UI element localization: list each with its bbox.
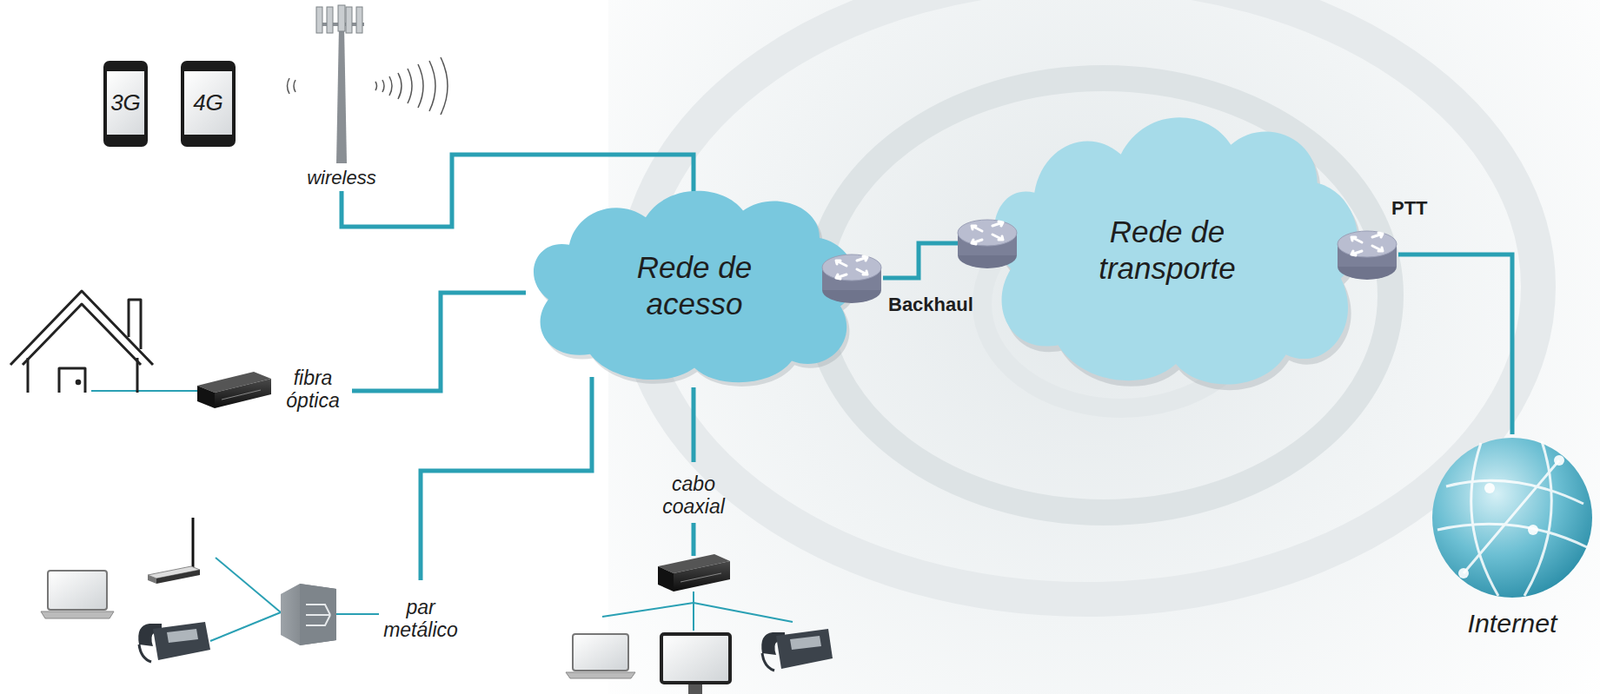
text-holder: Backhaul: [888, 293, 974, 317]
router-icon: [1335, 226, 1399, 283]
cloud-shape: [956, 106, 1373, 393]
fiber-modem: [197, 371, 272, 409]
text-holder: Rede de acesso: [520, 183, 869, 389]
node-label: Rede de transporte: [1080, 213, 1255, 287]
wifi-router: [147, 517, 200, 585]
router-node: Backhaul: [820, 250, 977, 324]
laptop-icon: [40, 570, 114, 619]
tower-icon: [298, 3, 386, 166]
phone-node: 4G: [180, 60, 236, 147]
node-label: Internet: [1428, 608, 1596, 640]
phone-screen: 4G: [184, 71, 233, 135]
cloud-node: Rede de transporte: [956, 106, 1373, 393]
desk-phone: [761, 629, 833, 671]
coax-modem: [657, 554, 731, 592]
text-holder: Internet: [1428, 608, 1596, 640]
cloud-outline: [994, 117, 1361, 391]
signal-waves: [287, 57, 449, 115]
tower-node: wireless: [298, 3, 386, 190]
phone-node: 3G: [103, 60, 148, 147]
cloud-outline: [533, 191, 858, 387]
globe-node: Internet: [1428, 434, 1596, 648]
line-label: fibra óptica: [273, 366, 352, 412]
line-label: par metálico: [372, 596, 469, 642]
text-holder: PTT: [1391, 197, 1428, 220]
phone-screen: 3G: [106, 71, 145, 135]
cloud-shape: [520, 183, 869, 389]
text-holder: Rede de transporte: [979, 106, 1373, 393]
home-wiring: [91, 391, 793, 642]
node-label: 4G: [192, 89, 224, 117]
router-icon: [957, 219, 1017, 269]
house-icon: [10, 291, 153, 393]
node-label: wireless: [298, 165, 386, 190]
node-label: Backhaul: [888, 293, 974, 317]
globe-icon: [1428, 434, 1596, 602]
line-label: cabo coaxial: [654, 472, 733, 518]
link-line: [1398, 254, 1513, 435]
desk-phone: [138, 622, 211, 663]
cloud-node: Rede de acesso: [520, 183, 869, 389]
router-node: PTT: [1335, 195, 1441, 286]
node-label: 3G: [110, 89, 141, 117]
router-icon: [820, 250, 883, 306]
link-line: [882, 243, 958, 279]
node-label: PTT: [1391, 197, 1428, 220]
laptop-icon: [565, 634, 636, 679]
splitter-icon: [280, 584, 337, 646]
monitor-icon: [661, 634, 731, 694]
node-label: Rede de acesso: [611, 249, 777, 323]
text-holder: wireless: [298, 165, 386, 190]
